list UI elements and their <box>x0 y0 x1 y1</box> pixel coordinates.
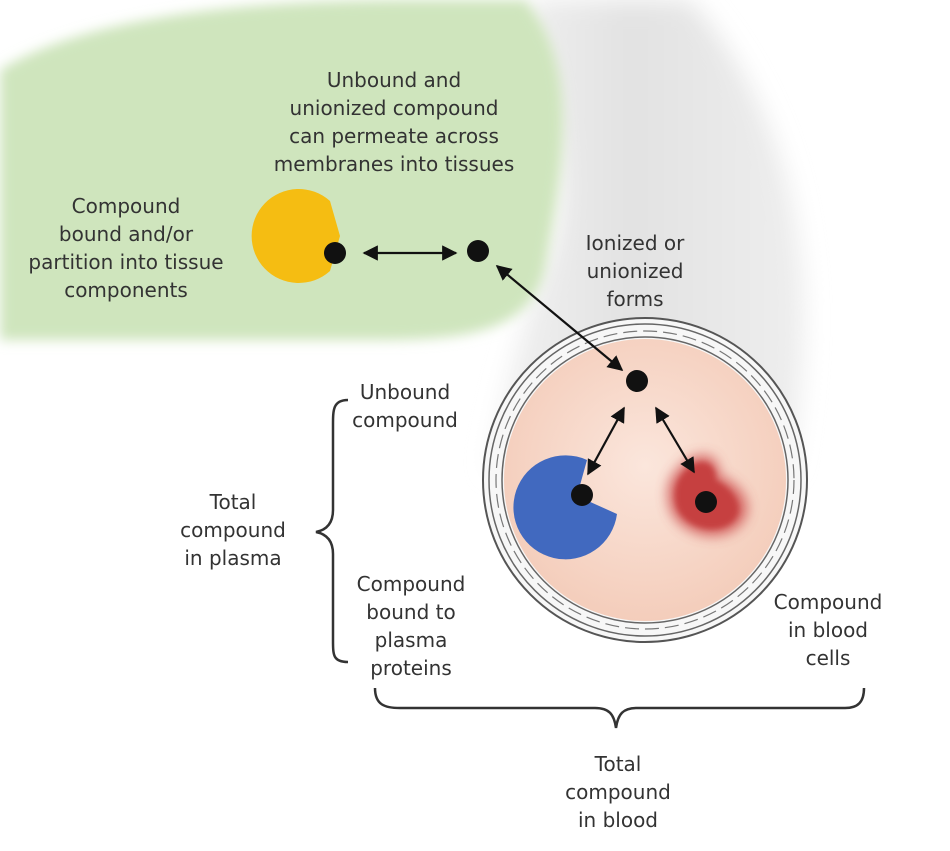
equilibrium-arrows <box>362 245 695 476</box>
tissue-protein-pacman-icon <box>251 189 340 283</box>
compound-molecule-icon <box>467 240 489 262</box>
membrane-permeation-arrow <box>495 265 624 371</box>
compound-molecule-icon <box>324 242 346 264</box>
plasma-protein-binding-arrow <box>587 406 625 476</box>
label-bound-plasma-proteins: Compound bound to plasma proteins <box>356 572 466 680</box>
label-tissue-bound: Compound bound and/or partition into tis… <box>28 194 224 302</box>
compound-molecule-icon <box>695 491 717 513</box>
blood-brace <box>373 687 866 729</box>
label-total-blood: Total compound in blood <box>565 752 671 832</box>
compound-molecules <box>324 240 717 513</box>
compound-molecule-icon <box>626 370 648 392</box>
label-unbound-unionized: Unbound and unionized compound can perme… <box>273 68 515 176</box>
blood-cell-partition-arrow <box>655 406 695 474</box>
label-ionized-forms: Ionized or unionized forms <box>585 231 685 311</box>
compound-molecule-icon <box>571 484 593 506</box>
plasma-brace <box>315 398 349 664</box>
label-blood-cells: Compound in blood cells <box>773 590 883 670</box>
label-unbound-compound: Unbound compound <box>352 380 458 432</box>
label-total-plasma: Total compound in plasma <box>180 490 286 570</box>
plasma-protein-pacman-icon <box>513 455 617 560</box>
